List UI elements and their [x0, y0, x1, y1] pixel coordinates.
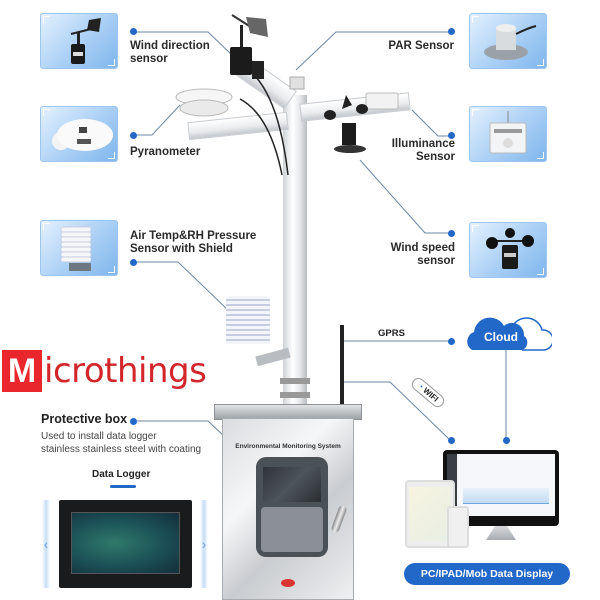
- data-display-badge: PC/IPAD/Mob Data Display: [404, 563, 570, 585]
- logger-keypad: [261, 507, 323, 552]
- cup-anemometer-icon: [486, 228, 534, 269]
- pyranometer-icon: [175, 88, 233, 117]
- wind-speed-label: Wind speed sensor: [390, 242, 455, 267]
- connector-dot: [130, 132, 137, 139]
- radiation-shield-illustration: [226, 296, 270, 344]
- wind-vane-icon: [230, 14, 268, 79]
- connector-dot: [448, 28, 455, 35]
- connector-dot: [503, 437, 510, 444]
- connector-dot: [448, 230, 455, 237]
- illuminance-sensor-icon: [489, 111, 527, 154]
- protective-box-description: Used to install data logger stainless st…: [41, 431, 202, 455]
- illuminance-sensor-thumbnail: [469, 106, 547, 162]
- brand-name: icrothings: [44, 351, 207, 391]
- connector-dot: [448, 338, 455, 345]
- wind-direction-thumbnail: [40, 13, 118, 69]
- protective-box: Environmental Monitoring System: [222, 418, 354, 600]
- pyranometer-icon: [52, 119, 113, 151]
- chevron-right-icon[interactable]: ›: [200, 500, 208, 588]
- monitor-screen: [447, 454, 555, 516]
- mast-clamp: [280, 378, 310, 384]
- data-logger-screen: [71, 512, 180, 574]
- wifi-label: ◔ WIFI: [409, 375, 447, 410]
- mast-clamp: [280, 392, 310, 398]
- monitor-chart: [463, 488, 549, 504]
- par-sensor-icon: [289, 76, 305, 90]
- illuminance-sensor-icon: [365, 92, 399, 110]
- par-sensor-thumbnail: [469, 13, 547, 69]
- chevron-left-icon[interactable]: ‹: [42, 500, 50, 588]
- mast-sensors-illustration: [175, 14, 399, 175]
- cloud-icon: [467, 317, 552, 351]
- monitor-stand: [486, 526, 516, 540]
- gprs-label: GPRS: [378, 328, 405, 339]
- logger-screen: [263, 467, 321, 502]
- logger-faceplate: [256, 457, 328, 557]
- box-panel-title: Environmental Monitoring System: [235, 443, 341, 450]
- phone-device: [447, 506, 469, 548]
- gprs-antenna: [340, 325, 344, 405]
- tablet-device: [405, 480, 455, 548]
- connector-dot: [130, 28, 137, 35]
- par-sensor-label: PAR Sensor: [388, 40, 454, 52]
- cup-anemometer-icon: [324, 95, 368, 153]
- connector-dot: [130, 418, 137, 425]
- maker-logo-icon: [281, 579, 295, 587]
- brand-initial: M: [2, 350, 42, 392]
- pyranometer-thumbnail: [40, 106, 118, 162]
- air-temp-thumbnail: [40, 220, 118, 276]
- wind-vane-icon: [70, 18, 101, 64]
- brand-logo: M icrothings: [2, 350, 207, 392]
- pc-monitor: [443, 450, 559, 526]
- title-underline: [110, 485, 136, 488]
- par-sensor-icon: [484, 24, 537, 60]
- box-handle: [330, 504, 348, 534]
- wind-direction-label: Wind direction sensor: [130, 40, 210, 65]
- mast-pole: [283, 95, 307, 415]
- connector-dot: [448, 132, 455, 139]
- illuminance-label: Illuminance Sensor: [391, 138, 455, 163]
- air-temp-label: Air Temp&RH Pressure Sensor with Shield: [130, 230, 257, 255]
- connector-dot: [130, 259, 137, 266]
- louvered-shield-icon: [60, 226, 92, 271]
- pyranometer-label: Pyranometer: [130, 146, 201, 158]
- tablet-map-screen: [409, 487, 451, 541]
- wind-speed-thumbnail: [469, 222, 547, 278]
- data-logger-device: [59, 500, 192, 588]
- connector-dot: [448, 437, 455, 444]
- cloud-label: Cloud: [484, 330, 518, 344]
- data-logger-title: Data Logger: [92, 469, 151, 480]
- protective-box-title: Protective box: [41, 412, 128, 426]
